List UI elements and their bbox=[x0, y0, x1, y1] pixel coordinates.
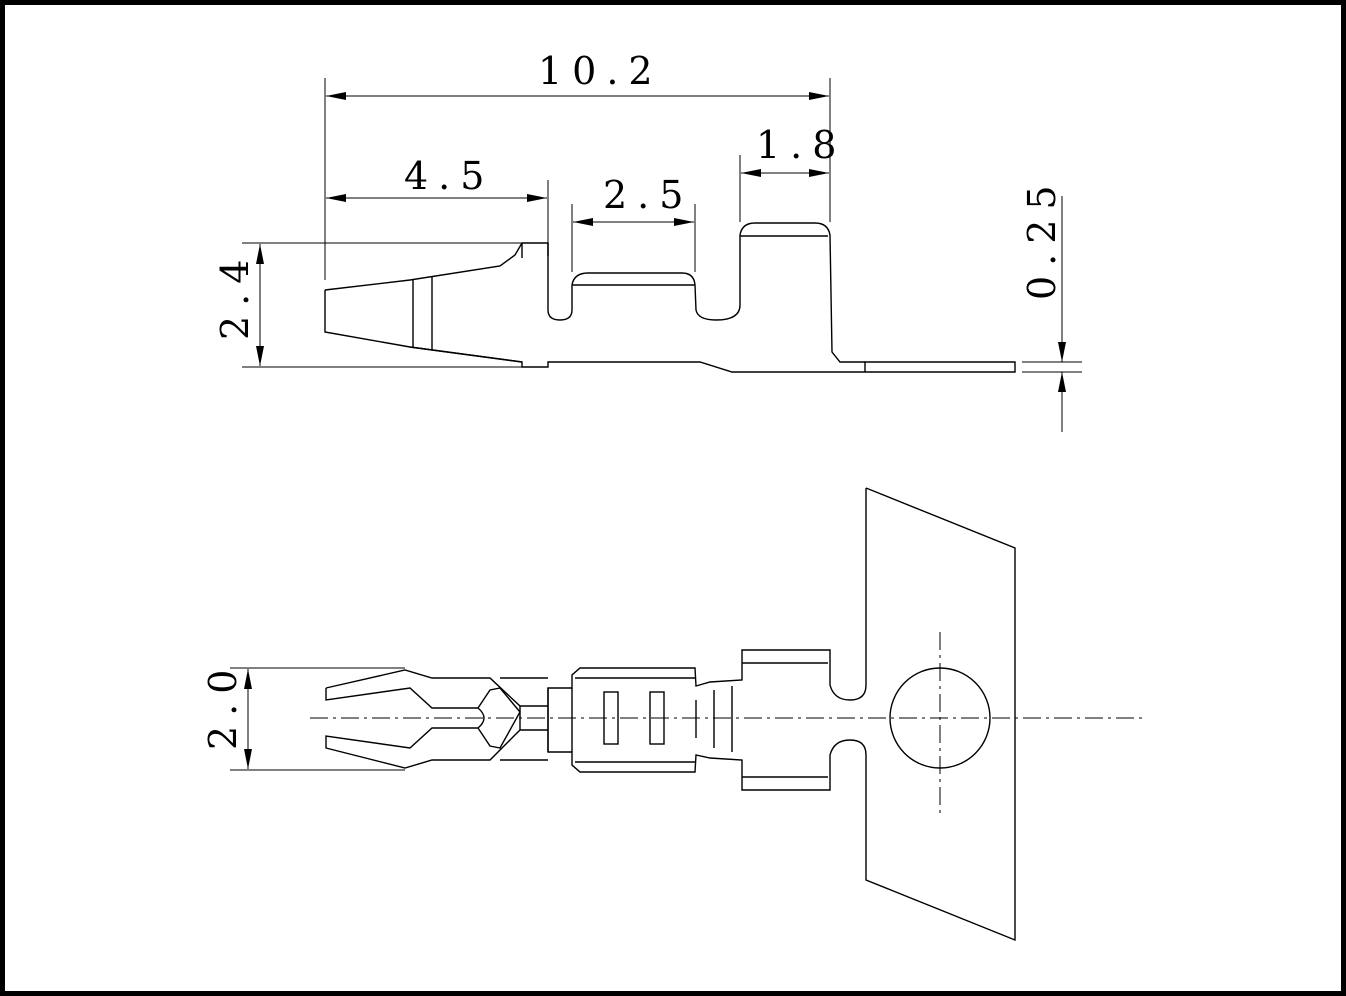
side-view: 10.2 4.5 2.5 1.8 2.4 0.25 bbox=[213, 49, 1082, 432]
dim-top-width: 2.0 bbox=[201, 660, 245, 750]
dim-thickness: 0.25 bbox=[1020, 175, 1064, 300]
dim-conductor-crimp: 2.5 bbox=[603, 173, 693, 217]
dim-contact-length: 4.5 bbox=[404, 154, 494, 198]
dim-insulation-crimp: 1.8 bbox=[756, 123, 846, 167]
dim-overall-length: 10.2 bbox=[538, 49, 663, 93]
dim-side-height: 2.4 bbox=[213, 250, 257, 340]
top-view: 2.0 bbox=[201, 487, 1145, 942]
